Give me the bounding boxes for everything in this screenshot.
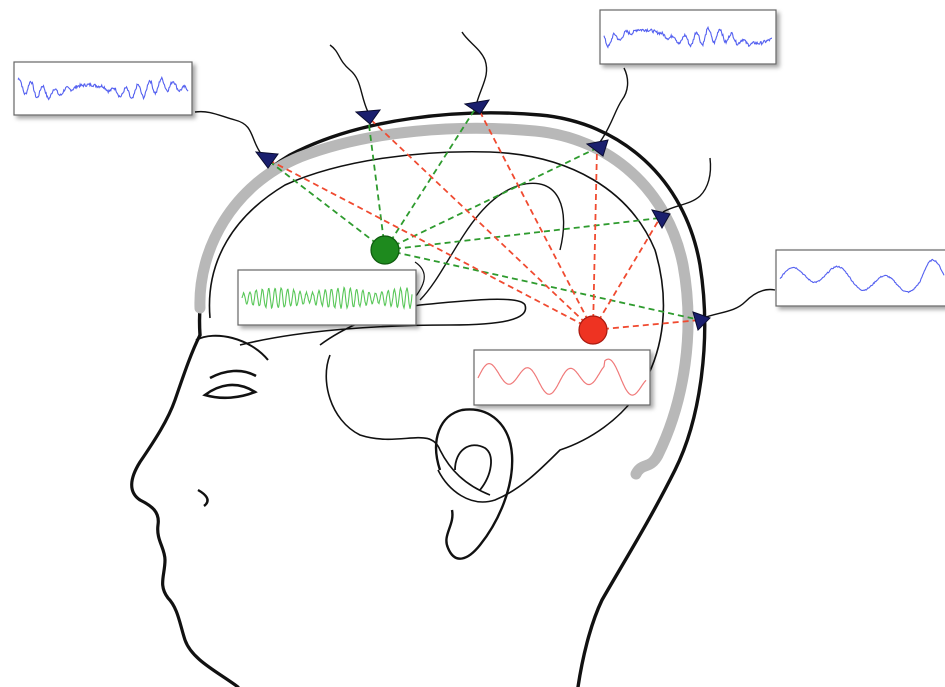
red-source-panel: [473, 349, 651, 406]
eye: [202, 369, 258, 400]
recording-panel-3: [775, 249, 945, 307]
green-source-panel: [237, 269, 417, 326]
red-projections: [264, 105, 701, 331]
green-to-e5: [384, 217, 661, 251]
electrode-e6: [692, 311, 711, 331]
sulcus: [419, 182, 565, 301]
green-source-trace: [241, 285, 413, 311]
recording-panel-1: [13, 61, 193, 116]
wire-e5: [662, 157, 712, 213]
electrodes: [254, 99, 711, 331]
wire-e1: [194, 110, 263, 156]
red-to-e4: [592, 147, 598, 331]
red-to-e6: [592, 319, 701, 331]
green-to-e1: [264, 157, 386, 251]
electrode-e1: [254, 151, 279, 169]
eyebrow: [195, 334, 269, 361]
red-to-e3: [476, 105, 594, 331]
red-to-e1: [264, 157, 594, 331]
lead-wires: [194, 31, 776, 319]
green-to-e3: [384, 105, 478, 251]
source-red: [578, 315, 608, 345]
ear: [434, 408, 514, 560]
electrode-e2: [354, 109, 382, 125]
green-to-e6: [384, 249, 701, 321]
wire-e3: [461, 31, 488, 103]
recording-panel-2: [599, 9, 777, 65]
green-to-e2: [367, 116, 386, 251]
green-projections: [264, 105, 701, 321]
source-green: [370, 235, 400, 265]
recording-1-trace: [17, 76, 189, 101]
face-profile: [130, 333, 240, 687]
brain-outline: [208, 150, 665, 503]
red-source-trace: [477, 358, 647, 396]
recording-2-trace: [603, 25, 773, 49]
electrode-e5: [651, 209, 671, 230]
recording-3-trace: [779, 258, 945, 294]
wire-e6: [702, 288, 776, 319]
red-to-e2: [367, 116, 594, 331]
red-to-e5: [592, 217, 661, 331]
wire-e2: [329, 44, 369, 113]
lip-line: [197, 488, 209, 507]
brain-stem: [325, 354, 491, 496]
electrode-e3: [463, 99, 491, 115]
ear-inner: [454, 444, 492, 491]
electrode-e4: [585, 139, 609, 157]
wire-e4: [599, 67, 629, 143]
